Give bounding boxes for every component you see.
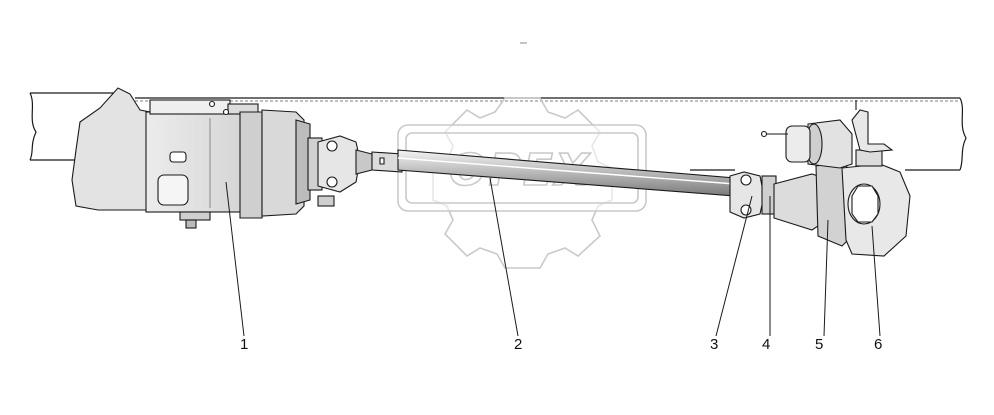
leader-lines	[225, 177, 881, 337]
driven-unit	[760, 100, 911, 257]
transmission-assembly	[71, 87, 311, 229]
callout-5: 5	[815, 336, 823, 353]
leader-6	[871, 225, 881, 337]
callouts: 1 2 3 4 5 6	[240, 336, 882, 353]
callout-3: 3	[710, 336, 718, 353]
front-universal-joint	[307, 135, 373, 207]
leader-2	[489, 177, 519, 337]
callout-2: 2	[514, 336, 522, 353]
leader-5	[823, 219, 829, 337]
frame-rail	[29, 92, 967, 171]
rear-universal-joint	[729, 171, 777, 219]
callout-1: 1	[240, 336, 248, 353]
callout-6: 6	[874, 336, 882, 353]
leader-3	[715, 195, 753, 337]
callout-4: 4	[762, 336, 770, 353]
leader-1	[225, 181, 245, 337]
